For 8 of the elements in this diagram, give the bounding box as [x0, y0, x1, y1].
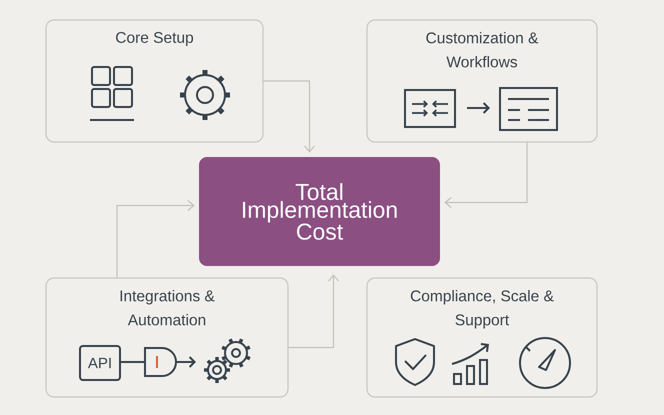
connector-arrow — [116, 200, 195, 278]
connector-arrow — [288, 274, 339, 348]
category-box: Compliance, Scale & Support — [366, 277, 598, 398]
connector-arrow — [264, 80, 315, 153]
category-box: Core Setup — [45, 19, 264, 143]
connector-arrow — [444, 142, 528, 208]
total-cost-box: Total Implementation Cost — [199, 157, 440, 266]
category-box: Customization & Workflows — [366, 19, 598, 143]
